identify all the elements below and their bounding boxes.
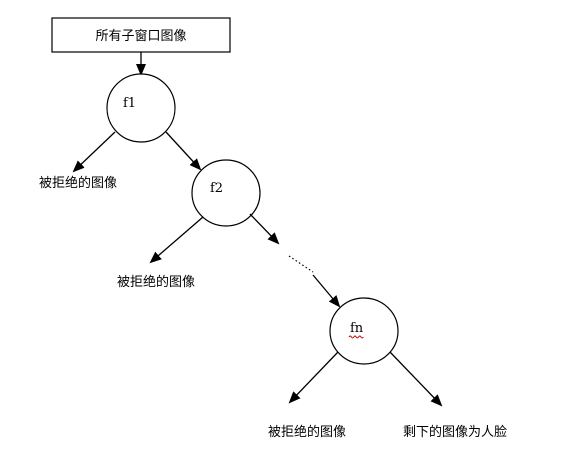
node-f2 [191,159,261,227]
spellcheck-underline [348,335,364,339]
arrow-f2-continue [249,213,280,245]
arrow-f1-reject [72,131,116,173]
rejected-label-2: 被拒绝的图像 [117,274,195,290]
arrow-to-fn [312,274,341,308]
arrow-fn-reject [288,351,339,404]
arrow-f2-reject [149,216,204,264]
node-fn [329,297,399,365]
node-f1 [106,73,176,143]
start-box [51,17,231,53]
arrow-fn-accept [389,351,443,407]
node-f2-label: f2 [210,181,223,196]
rejected-label-3: 被拒绝的图像 [268,424,346,440]
start-box-label: 所有子窗口图像 [95,28,186,44]
node-f1-label: f1 [123,96,136,111]
dotted-continuation [288,255,314,273]
face-result-label: 剩下的图像为人脸 [403,424,507,440]
arrow-f1-to-f2 [165,131,202,171]
rejected-label-1: 被拒绝的图像 [39,175,117,191]
node-fn-label: fn [350,321,364,336]
